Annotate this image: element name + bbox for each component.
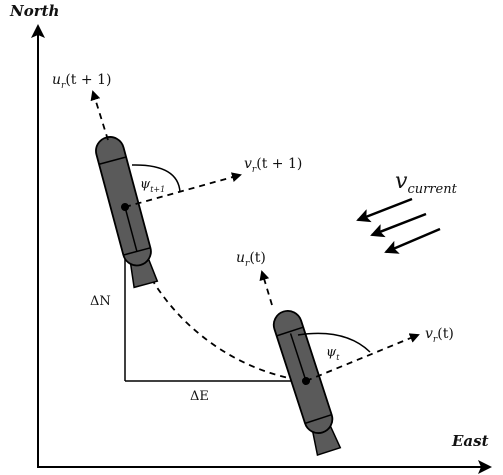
delta-n-label: ΔN bbox=[90, 294, 111, 309]
current-arrow-1 bbox=[356, 197, 413, 223]
vehicle-t bbox=[272, 309, 342, 457]
psi-t-plus-1-arc bbox=[131, 164, 181, 193]
vr-t-arrow bbox=[305, 333, 420, 382]
vr-t-plus-1-label: vr(t + 1) bbox=[244, 156, 302, 175]
vr-t-plus-1-arrow bbox=[124, 172, 242, 208]
vehicle-t-plus-1 bbox=[95, 136, 159, 289]
ur-t-label: ur(t) bbox=[236, 250, 266, 269]
trajectory-path bbox=[124, 206, 307, 382]
current-arrow-3 bbox=[384, 227, 441, 254]
psi-t-plus-1-label: ψt+1 bbox=[140, 177, 165, 194]
current-arrow-2 bbox=[370, 212, 427, 238]
ur-t-plus-1-label: ur(t + 1) bbox=[52, 72, 111, 91]
north-axis-label: North bbox=[9, 2, 59, 20]
ur-t-arrow bbox=[259, 270, 273, 306]
psi-t-arc bbox=[297, 332, 371, 353]
east-axis-label: East bbox=[451, 432, 489, 450]
v-current-label: vcurrent bbox=[395, 169, 458, 197]
vr-t-label: vr(t) bbox=[425, 326, 454, 345]
delta-e-label: ΔE bbox=[190, 389, 209, 404]
ur-t-plus-1-arrow bbox=[90, 90, 109, 141]
psi-t-label: ψt bbox=[326, 345, 340, 362]
